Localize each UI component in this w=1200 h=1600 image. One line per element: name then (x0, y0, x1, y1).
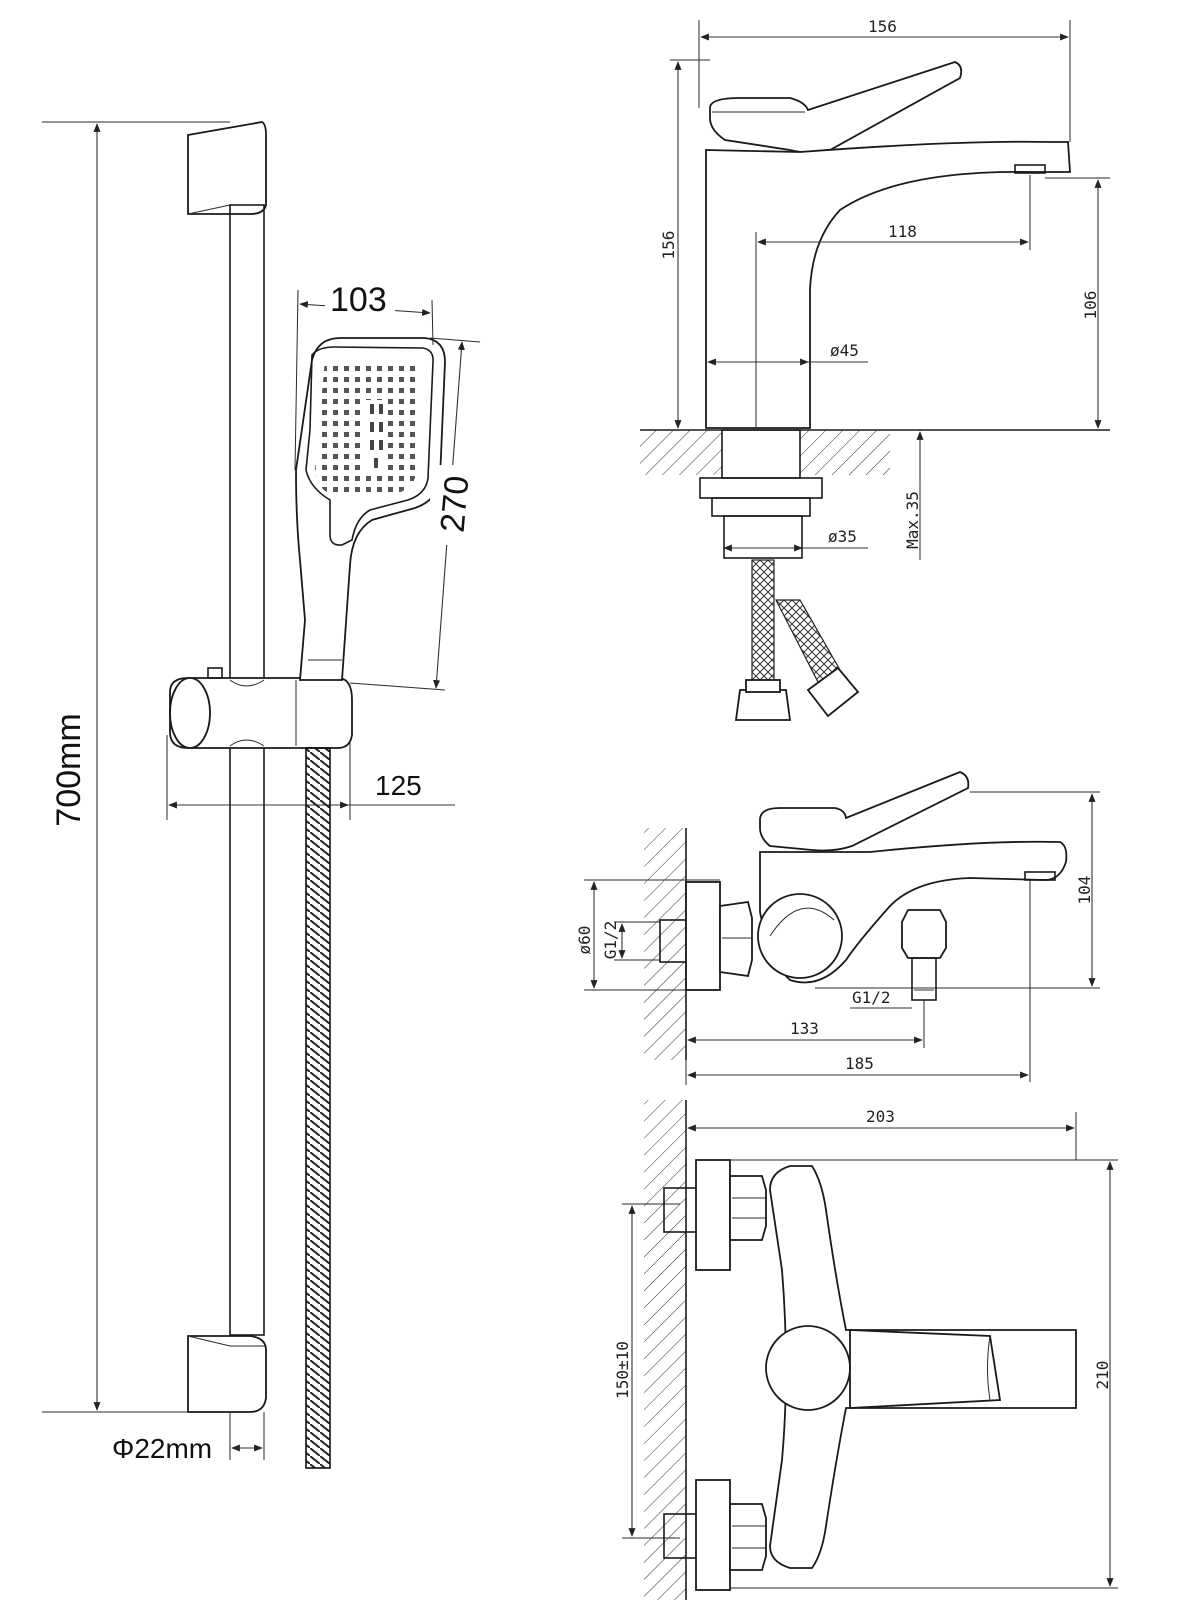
flex-hose-right (775, 599, 841, 683)
slider-holder-clip (229, 679, 265, 747)
basin-reach-label: 118 (888, 222, 917, 241)
basin-width-label: 156 (868, 17, 897, 36)
rail-top-bracket (187, 121, 267, 215)
basin-mixer-washer (699, 477, 823, 499)
wall-hatch-top (644, 1100, 686, 1600)
slide-rail (229, 204, 265, 1336)
basin-spout-label: 106 (1081, 291, 1100, 320)
flex-hose-left-nut (734, 689, 792, 721)
shower-hose (305, 747, 331, 1469)
bath-mixer-top-drawing: 203 210 150±10 (613, 1100, 1118, 1600)
wall-hatch-side (644, 828, 686, 1060)
eccentric-nut-side (719, 900, 753, 978)
inlet-thread-label: G1/2 (601, 921, 620, 960)
basin-mixer-body (705, 140, 1071, 429)
hand-shower-face (305, 346, 434, 546)
head-length-label-bg (430, 465, 466, 545)
basin-body-diameter-label: ø45 (830, 341, 859, 360)
bath-depth-label: 185 (845, 1054, 874, 1073)
head-width-label-bg (325, 282, 395, 312)
outlet-fitting-nut (901, 909, 947, 959)
bath-height-label: 104 (1075, 876, 1094, 905)
rail-bottom-bracket (187, 1335, 267, 1413)
bath-mixer-spout-outlet (1024, 871, 1056, 881)
top-depth-label: 203 (866, 1107, 895, 1126)
slider-holder-knob (169, 677, 211, 749)
bath-mixer-cartridge-top (765, 1325, 851, 1411)
hand-shower-center-strip (365, 400, 387, 470)
bath-mixer-cartridge-highlight (769, 907, 835, 937)
top-flange-lower (695, 1479, 731, 1591)
outlet-fitting-thread (911, 957, 937, 1001)
head-width-ext-right (431, 299, 434, 346)
head-width-ext-left (294, 289, 299, 471)
top-nut-lower (729, 1503, 767, 1571)
slider-holder (169, 677, 353, 749)
top-nut-upper (729, 1175, 767, 1241)
basin-mixer-drawing: 156 156 118 106 ø45 Max.35 (640, 17, 1110, 721)
rail-height-label: 700mm (50, 713, 88, 826)
rail-diameter-label: Φ22mm (112, 1433, 212, 1464)
wall-flange-side (685, 881, 721, 991)
basin-max-label: Max.35 (903, 491, 922, 549)
top-width-label: 210 (1093, 1361, 1112, 1390)
flex-hose-right-nut (806, 666, 860, 718)
slider-holder-button (207, 667, 223, 679)
shower-set-drawing: 700mm Φ22mm 125 (42, 121, 481, 1469)
bath-mixer-lever-side (759, 771, 970, 852)
bath-mixer-cartridge-side (757, 893, 843, 979)
inlet-spacing-label: 150±10 (613, 1341, 632, 1399)
flex-hose-left (751, 559, 775, 689)
countertop-hole (721, 429, 801, 479)
rail-bottom-bracket-edge (187, 1335, 266, 1347)
head-length-ext-top (429, 337, 481, 343)
head-length-ext-bottom (349, 682, 446, 691)
head-length-label: 270 (434, 474, 477, 534)
basin-shank-label: ø35 (828, 527, 857, 546)
bath-mixer-side-drawing: ø60 G1/2 G1/2 104 133 (575, 771, 1100, 1085)
outlet-thread-label: G1/2 (852, 988, 891, 1007)
flange-diameter-label: ø60 (575, 926, 594, 955)
flex-hose-left-ferrule (745, 679, 781, 693)
countertop-hatch-left (640, 430, 722, 475)
basin-mixer-aerator (1014, 164, 1046, 174)
hand-shower-center-nozzles (370, 404, 383, 468)
bath-mixer-lever-top (849, 1329, 1002, 1409)
basin-height-label: 156 (659, 231, 678, 260)
basin-mixer-shank (723, 515, 803, 559)
countertop-hatch-right (800, 430, 890, 475)
head-width-label: 103 (330, 281, 387, 319)
basin-mixer-lever (709, 61, 963, 154)
holder-depth-label: 125 (375, 770, 422, 801)
basin-mixer-nut (711, 497, 811, 517)
outlet-offset-label: 133 (790, 1019, 819, 1038)
bath-mixer-lever-top-end (987, 1335, 991, 1401)
top-flange-upper (695, 1159, 731, 1271)
